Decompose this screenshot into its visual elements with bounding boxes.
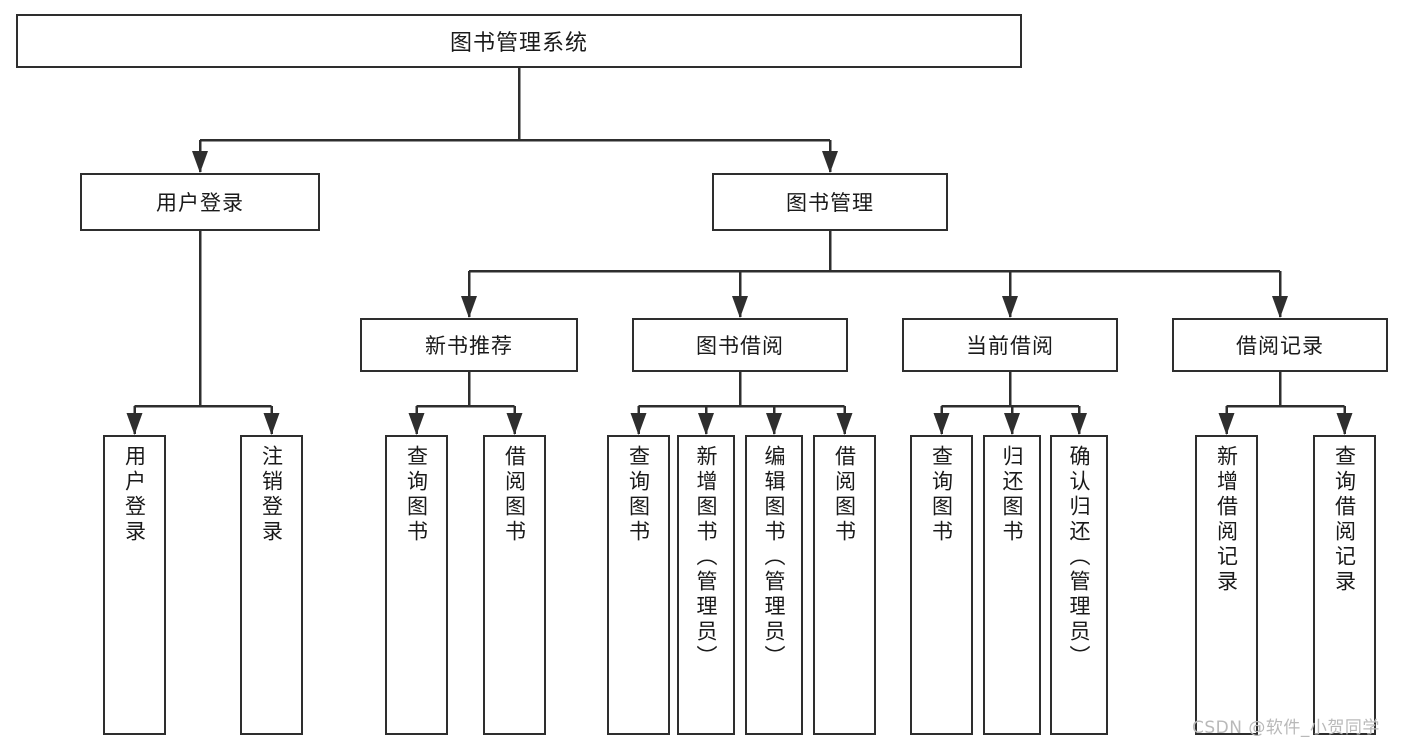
node-l11: 确认归还（管理员）: [1050, 435, 1108, 735]
edge-arrowhead: [836, 413, 853, 435]
node-label: 查询图书: [929, 445, 954, 545]
node-label: 图书管理: [786, 191, 874, 215]
edge-arrowhead: [1336, 413, 1353, 435]
node-l2: 注销登录: [240, 435, 303, 735]
node-l9: 查询图书: [910, 435, 973, 735]
edge-arrowhead: [192, 151, 208, 173]
node-label: 借阅图书: [502, 445, 527, 545]
node-label: 借阅图书: [832, 445, 857, 545]
edge-arrowhead: [1071, 413, 1087, 435]
node-label: 新书推荐: [425, 334, 513, 358]
edge-arrowhead: [506, 413, 523, 435]
edge-arrowhead: [630, 413, 647, 435]
node-label: 图书借阅: [696, 334, 784, 358]
node-l7: 编辑图书（管理员）: [745, 435, 803, 735]
node-borrow: 图书借阅: [632, 318, 848, 372]
edge-arrowhead: [1218, 413, 1235, 435]
node-label: 用户登录: [156, 191, 244, 215]
edge-arrowhead: [1002, 296, 1018, 318]
edge-arrowhead: [408, 413, 425, 435]
edge-arrowhead: [732, 296, 748, 318]
node-label: 查询图书: [404, 445, 429, 545]
node-l5: 查询图书: [607, 435, 670, 735]
edge-arrowhead: [126, 413, 143, 435]
edge-arrowhead: [1272, 296, 1288, 318]
node-label: 新增借阅记录: [1214, 445, 1239, 595]
watermark: CSDN @软件_小贺同学: [1192, 718, 1380, 738]
node-label: 新增图书（管理员）: [694, 445, 719, 670]
node-l10: 归还图书: [983, 435, 1041, 735]
edge-arrowhead: [766, 413, 782, 435]
node-label: 编辑图书（管理员）: [762, 445, 787, 670]
node-label: 确认归还（管理员）: [1067, 445, 1092, 670]
node-bookmgmt: 图书管理: [712, 173, 948, 231]
edge-arrowhead: [933, 413, 950, 435]
node-label: 图书管理系统: [449, 31, 588, 56]
node-l3: 查询图书: [385, 435, 448, 735]
node-l12: 新增借阅记录: [1195, 435, 1258, 735]
node-label: 注销登录: [259, 445, 284, 545]
edge-arrowhead: [263, 413, 280, 435]
edge-arrowhead: [698, 413, 714, 435]
node-label: 查询图书: [626, 445, 651, 545]
node-l6: 新增图书（管理员）: [677, 435, 735, 735]
node-login: 用户登录: [80, 173, 320, 231]
node-label: 归还图书: [1000, 445, 1025, 545]
node-root: 图书管理系统: [16, 14, 1022, 68]
node-l4: 借阅图书: [483, 435, 546, 735]
node-label: 用户登录: [122, 445, 147, 545]
node-l13: 查询借阅记录: [1313, 435, 1376, 735]
edge-arrowhead: [461, 296, 477, 318]
node-label: 查询借阅记录: [1332, 445, 1357, 595]
node-label: 当前借阅: [966, 334, 1054, 358]
node-current: 当前借阅: [902, 318, 1118, 372]
node-history: 借阅记录: [1172, 318, 1388, 372]
edge-arrowhead: [822, 151, 838, 173]
node-l8: 借阅图书: [813, 435, 876, 735]
node-newrec: 新书推荐: [360, 318, 578, 372]
edge-arrowhead: [1004, 413, 1020, 435]
node-l1: 用户登录: [103, 435, 166, 735]
node-label: 借阅记录: [1236, 334, 1324, 358]
